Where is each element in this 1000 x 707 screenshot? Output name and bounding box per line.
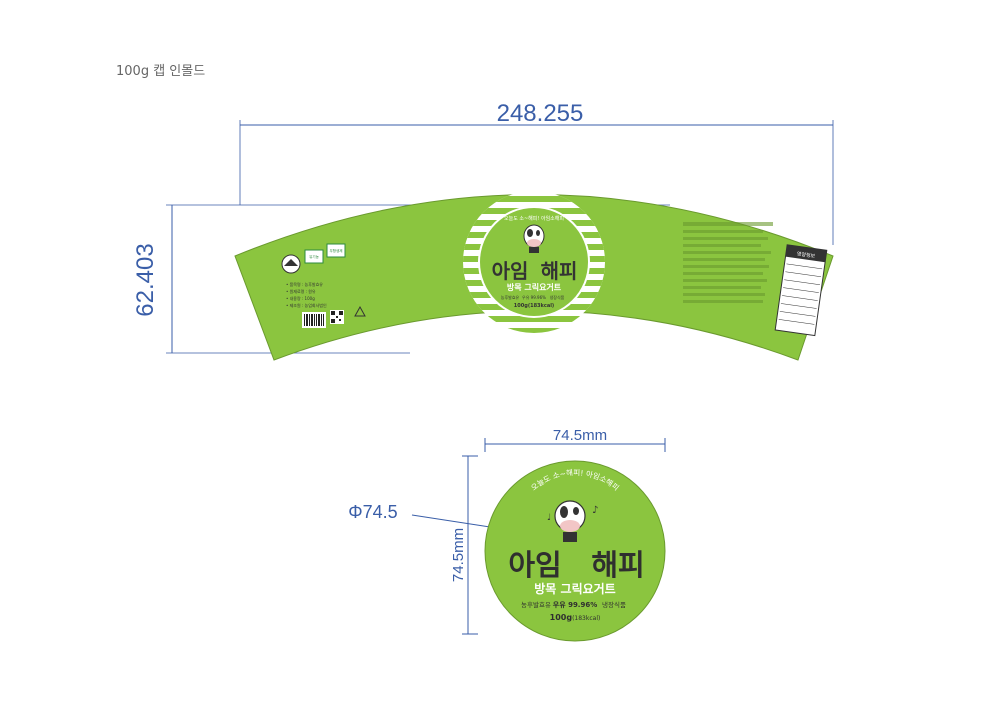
lid-width-label: 74.5mm bbox=[553, 427, 607, 444]
sleeve-weight: 100g(183kcal) bbox=[514, 303, 554, 309]
qr-code-icon bbox=[330, 310, 344, 324]
sleeve-detail-1: 농후발효유 bbox=[501, 294, 520, 300]
lid-kcal: (183kcal) bbox=[572, 615, 600, 622]
lid-brand-left: 아임 bbox=[508, 548, 561, 582]
sleeve-left-info: 유기농 무항생제 • 품목명 : 농후발효유 • 원재료명 : 원유 • 내용량… bbox=[281, 243, 366, 328]
lid-height-dimension: 74.5mm bbox=[450, 455, 478, 635]
lid-diameter-dimension: Φ74.5 bbox=[348, 502, 491, 528]
lid-width-dimension: 74.5mm bbox=[484, 427, 666, 452]
organic-cert-badge-icon bbox=[304, 249, 324, 264]
barcode-icon bbox=[302, 312, 326, 328]
sleeve-brand-left: 아임 bbox=[492, 259, 529, 283]
lid-weight-line: 100g(183kcal) bbox=[550, 613, 601, 622]
lid-detail-1: 농후발효유 bbox=[521, 600, 551, 609]
sleeve-product-name: 방목 그릭요거트 bbox=[507, 282, 562, 292]
cert-badge-1: 유기농 bbox=[309, 254, 319, 259]
cow-mascot-icon bbox=[523, 224, 545, 253]
lid-brand-right: 해피 bbox=[591, 548, 644, 582]
lid-label: 오늘도 소~해피! 아임소해피 ♪ ♩ 아임 해피 방목 그릭요거트 농후발효유… bbox=[484, 460, 666, 642]
sleeve-width-label: 248.255 bbox=[497, 100, 584, 127]
nutrition-facts-table: 영양정보 bbox=[774, 244, 828, 337]
info-line-1: • 품목명 : 농후발효유 bbox=[286, 281, 323, 287]
sleeve-brand-right: 해피 bbox=[541, 259, 578, 283]
info-line-4: • 제조원 : 농업회사법인 bbox=[286, 302, 327, 308]
page-title: 100g 캡 인몰드 bbox=[116, 64, 206, 79]
music-note-icon: ♪ bbox=[592, 505, 598, 516]
lid-cow-mascot-icon: ♪ ♩ bbox=[547, 500, 598, 542]
lid-height-label: 74.5mm bbox=[450, 528, 467, 582]
lid-product-name: 방목 그릭요거트 bbox=[534, 581, 615, 596]
lid-weight: 100g bbox=[550, 613, 573, 622]
sleeve-width-dimension: 248.255 bbox=[239, 100, 834, 245]
recycle-icon bbox=[354, 305, 366, 317]
sleeve-slogan: 오늘도 소~해피! 아임소해피 bbox=[504, 215, 564, 222]
cert-badge-2: 무항생제 bbox=[330, 248, 343, 253]
lid-detail-3: 냉장식품 bbox=[602, 600, 626, 609]
music-note-icon-2: ♩ bbox=[547, 513, 551, 523]
sleeve-detail-2: 우유 99.96% bbox=[522, 295, 546, 300]
sleeve-right-info: 영양정보 bbox=[683, 222, 828, 337]
sleeve-detail-3: 냉장식품 bbox=[550, 294, 565, 300]
lid-detail-2: 우유 99.96% bbox=[553, 600, 597, 609]
no-antibiotic-cert-badge-icon bbox=[326, 243, 346, 258]
sleeve-height-label: 62.403 bbox=[132, 243, 159, 316]
lid-diameter-label: Φ74.5 bbox=[348, 502, 397, 522]
info-line-2: • 원재료명 : 원유 bbox=[286, 288, 316, 294]
info-line-3: • 내용량 : 100g bbox=[286, 295, 315, 301]
nutrition-title: 영양정보 bbox=[796, 250, 816, 260]
sleeve-emblem: 오늘도 소~해피! 아임소해피 아임 해피 방목 그릭요거트 농후발효유 우유 … bbox=[463, 191, 605, 333]
